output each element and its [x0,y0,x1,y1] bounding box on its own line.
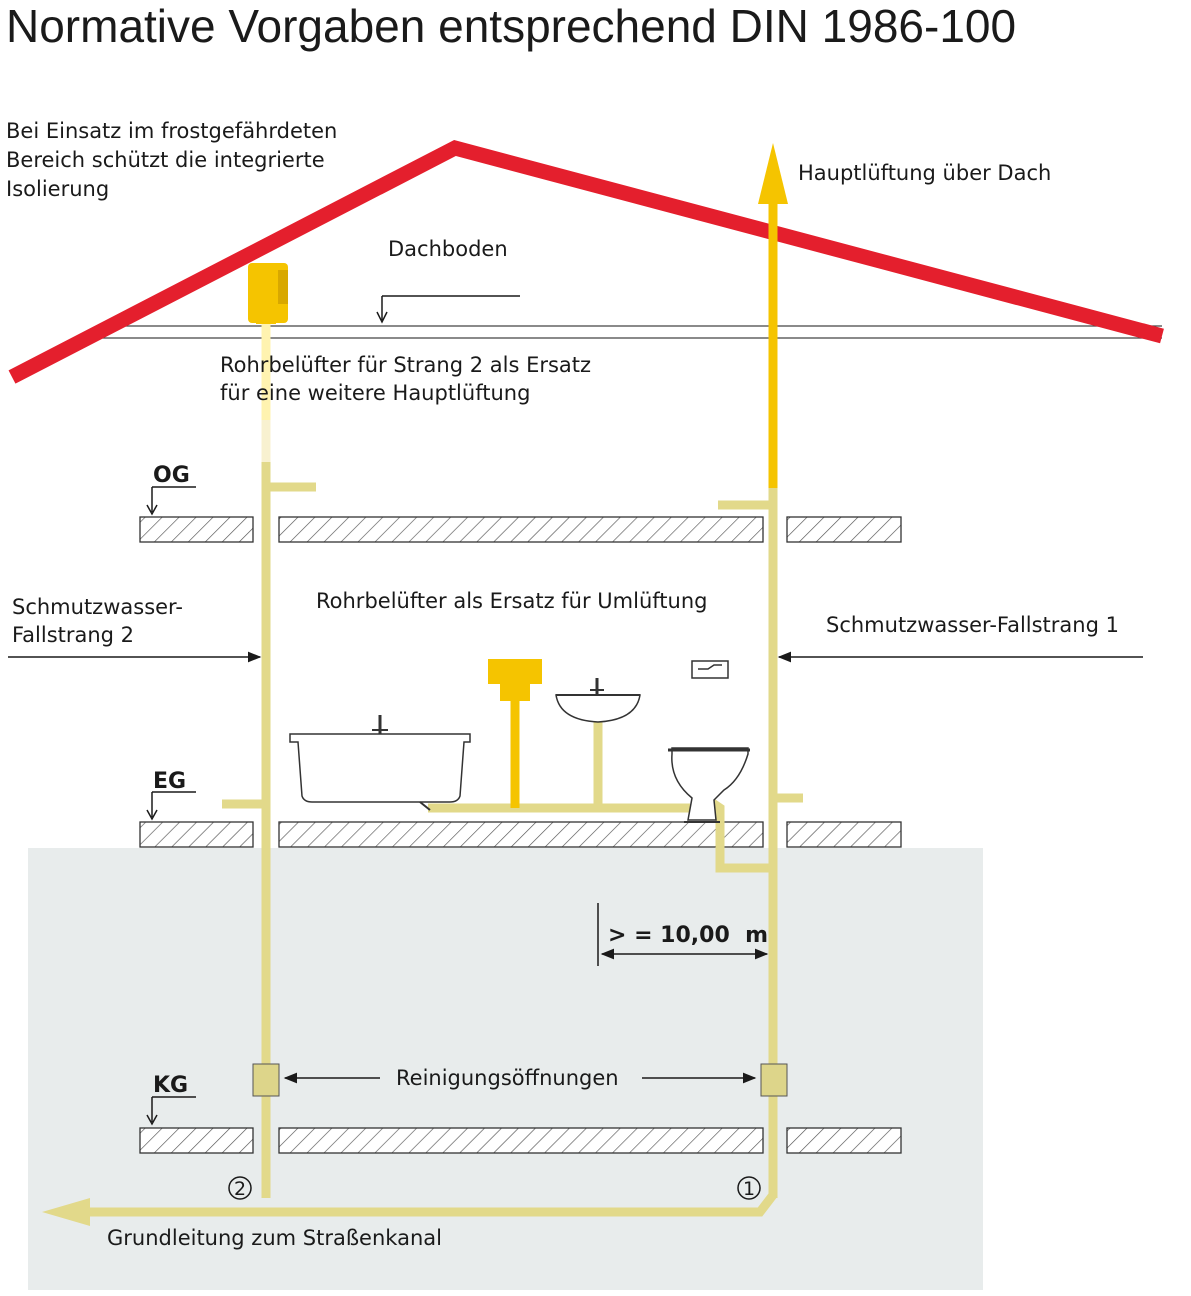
cleanout-right [760,1063,788,1097]
flush-plate [691,660,729,679]
fallstrang2-line1: Schmutzwasser- [12,595,183,619]
strang-2-number: 2 [234,1178,246,1200]
bathtub [289,715,471,811]
level-marker-og [146,486,196,516]
frost-note-line3: Isolierung [6,177,109,201]
rohrbeluefter-line2: für eine weitere Hauptlüftung [220,381,530,405]
level-marker-kg [146,1096,196,1126]
frost-note-line2: Bereich schützt die integrierte [6,148,325,172]
slab-og [139,516,902,543]
air-admittance-valve-attic [248,263,288,324]
slab-kg [139,1127,902,1154]
level-og-label: OG [153,463,190,488]
level-marker-eg [146,791,196,821]
grundleitung-label: Grundleitung zum Straßenkanal [107,1226,442,1250]
ground-pipe [42,1192,777,1226]
strang-1-number: 1 [743,1178,755,1200]
main-vent-pipe [758,143,788,488]
dachboden-label: Dachboden [388,237,508,261]
frost-note-line1: Bei Einsatz im frostgefährdeten [6,119,337,143]
page-title: Normative Vorgaben entsprechend DIN 1986… [6,0,1016,52]
fallstrang1-label: Schmutzwasser-Fallstrang 1 [826,613,1119,637]
roof [8,140,1164,384]
wash-basin [555,678,641,723]
attic-floor [99,325,1162,339]
cleanout-left [252,1063,280,1097]
slab-eg [139,821,902,848]
distance-label: > = 10,00 m [608,923,768,948]
fallstrang2-line2: Fallstrang 2 [12,623,134,647]
strang-1-marker [737,1176,761,1200]
air-admittance-valve-eg [488,659,542,701]
level-kg-label: KG [153,1073,188,1098]
reinigung-label: Reinigungsöffnungen [396,1066,619,1090]
toilet [668,747,750,823]
rohrbeluefter-line1: Rohrbelüfter für Strang 2 als Ersatz [220,353,591,377]
distance-dimension [597,903,769,966]
dachboden-leader [376,295,520,324]
strang-2-marker [228,1176,252,1200]
level-eg-label: EG [153,769,186,794]
hauptlueftung-label: Hauptlüftung über Dach [798,161,1051,185]
umlueftung-label: Rohrbelüfter als Ersatz für Umlüftung [316,589,707,613]
